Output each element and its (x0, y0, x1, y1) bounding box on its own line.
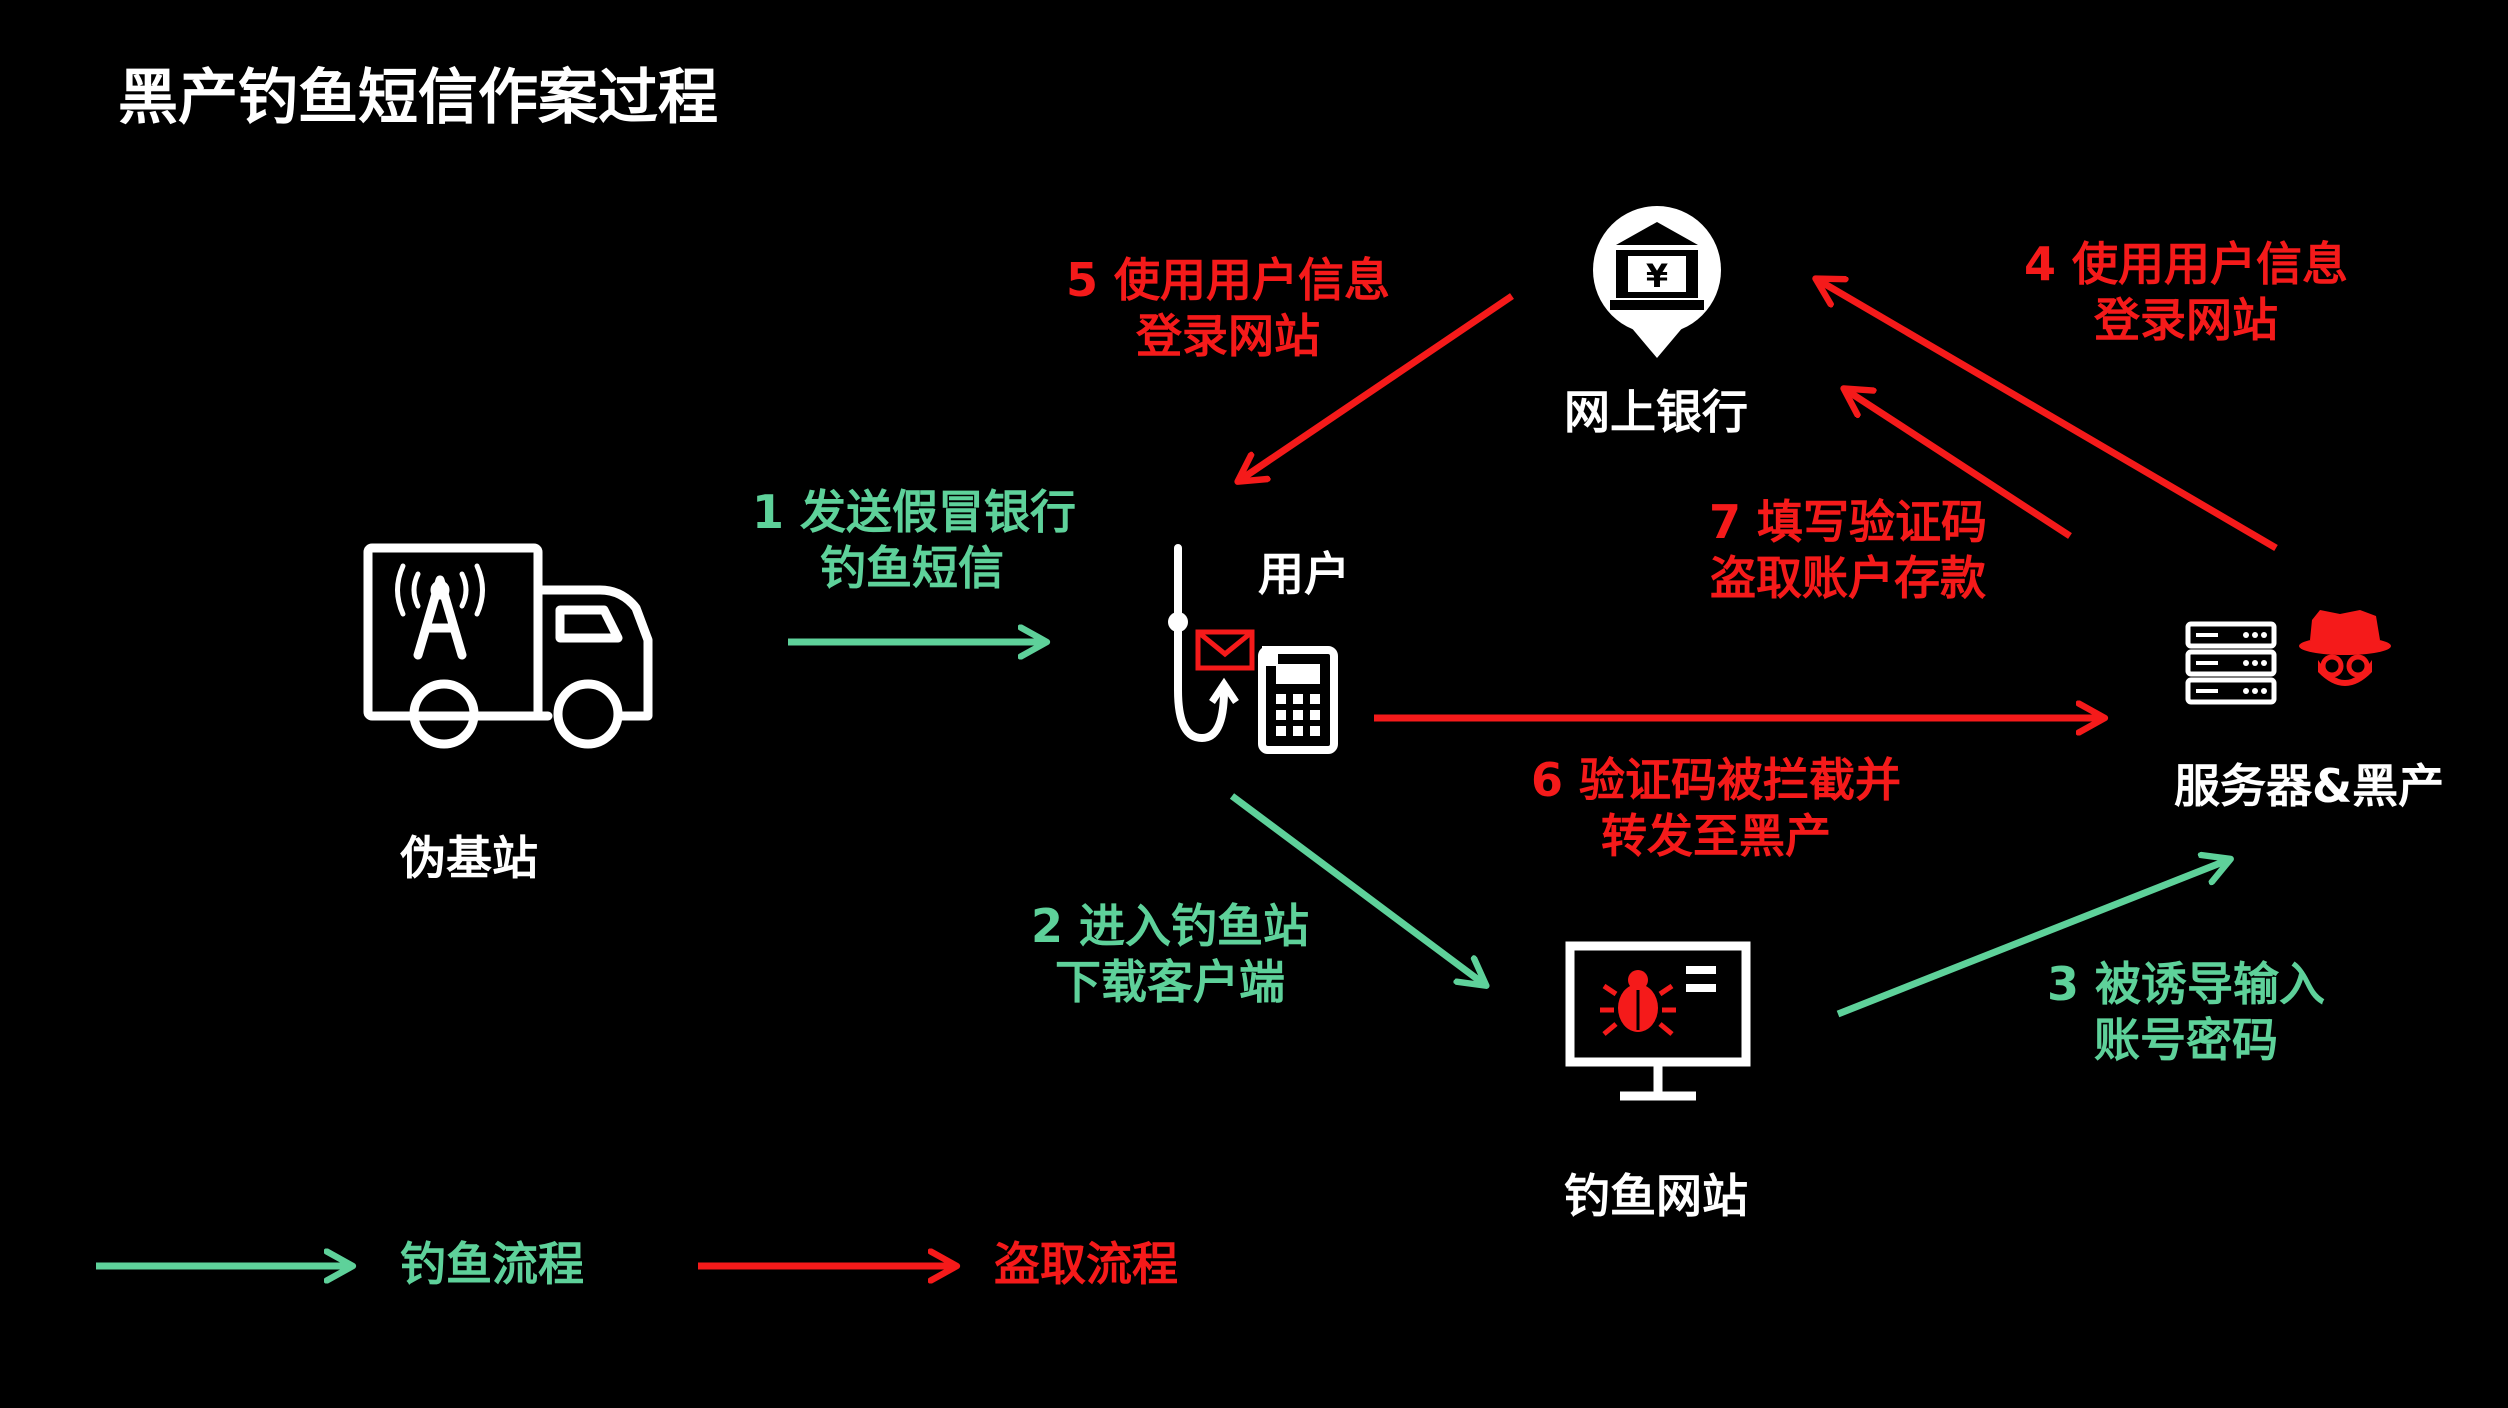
arrow-step4 (1818, 280, 2278, 552)
step3-line2: 账号密码 (2094, 1013, 2278, 1068)
legend-phishing-label: 钓鱼流程 (400, 1237, 584, 1291)
step3-line1: 3 被诱导输入 (2046, 957, 2326, 1011)
step2-label: 2 进入钓鱼站 下载客户端 (1010, 898, 1330, 1010)
node-label-fake-base-station: 伪基站 (400, 831, 538, 885)
step6-label: 6 验证码被拦截并 转发至黑产 (1506, 752, 1926, 864)
truck-antenna-icon (363, 543, 653, 749)
svg-text:¥: ¥ (1646, 257, 1668, 295)
step4-line2: 登录网站 (2094, 293, 2278, 348)
step1-label: 1 发送假冒银行 钓鱼短信 (752, 484, 1077, 596)
step5-line1: 5 使用用户信息 (1065, 253, 1391, 307)
bank-pin-icon: ¥ (1593, 206, 1721, 358)
arrow-step2 (1229, 793, 1484, 984)
step4-line1: 4 使用用户信息 (2023, 237, 2349, 291)
step2-line2: 下载客户端 (1055, 955, 1285, 1010)
node-label-phishing-site: 钓鱼网站 (1564, 1169, 1748, 1223)
step5-line2: 登录网站 (1136, 309, 1320, 364)
step1-line2: 钓鱼短信 (820, 541, 1004, 596)
arrow-step7 (1846, 390, 2072, 539)
monitor-bug-icon (1565, 941, 1751, 1101)
node-label-user: 用户 (1258, 547, 1350, 601)
fishhook-phone-icon (1168, 544, 1338, 754)
step6-line2: 转发至黑产 (1601, 809, 1831, 864)
step3-label: 3 被诱导输入 账号密码 (2026, 956, 2346, 1068)
legend-theft-label: 盗取流程 (994, 1237, 1178, 1291)
step7-line1: 7 填写验证码 (1708, 495, 1988, 549)
step4-label: 4 使用用户信息 登录网站 (2006, 236, 2366, 348)
node-label-server-blackmarket: 服务器&黑产 (2174, 759, 2445, 813)
step2-line1: 2 进入钓鱼站 (1030, 899, 1310, 953)
step7-label: 7 填写验证码 盗取账户存款 (1678, 494, 2018, 606)
arrow-step3 (1836, 860, 2228, 1018)
step1-line1: 1 发送假冒银行 (752, 485, 1077, 539)
step6-line1: 6 验证码被拦截并 (1530, 753, 1902, 807)
page-title: 黑产钓鱼短信作案过程 (118, 63, 718, 133)
arrow-step5 (1240, 293, 1514, 480)
server-hacker-icon (2185, 610, 2391, 705)
step7-line2: 盗取账户存款 (1710, 551, 1986, 606)
node-label-online-bank: 网上银行 (1564, 385, 1748, 439)
step5-label: 5 使用用户信息 登录网站 (1048, 252, 1408, 364)
